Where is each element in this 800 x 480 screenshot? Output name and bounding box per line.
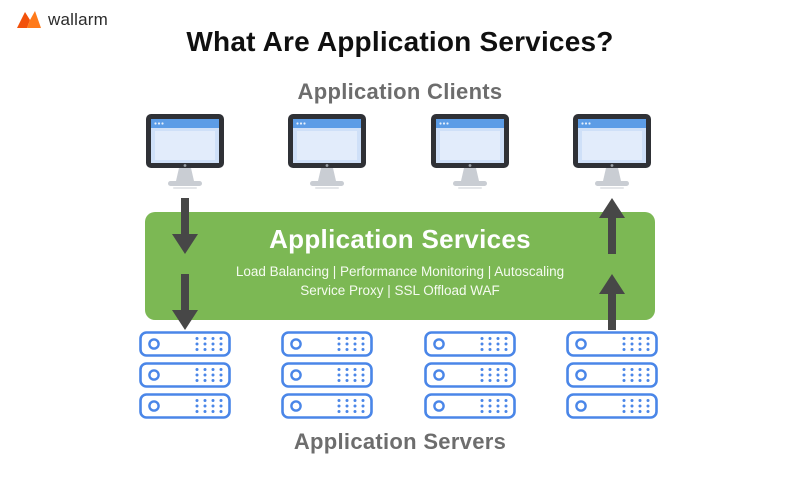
- services-features-line-2: Service Proxy | SSL Offload WAF: [300, 283, 500, 298]
- up-arrow-icon: [599, 198, 625, 254]
- server-unit-icon: [281, 331, 374, 357]
- servers-label: Application Servers: [293, 429, 507, 454]
- brand-name: wallarm: [48, 10, 108, 29]
- server-racks-row: [139, 331, 658, 419]
- server-unit-icon: [566, 362, 658, 388]
- wallarm-logo: wallarm: [16, 10, 108, 30]
- server-unit-icon: [139, 362, 231, 388]
- server-unit-icon: [423, 393, 516, 419]
- server-rack-icon: [139, 331, 231, 419]
- client-monitor-icon: [287, 113, 367, 191]
- services-title: Application Services: [269, 224, 531, 254]
- clients-label: Application Clients: [297, 79, 503, 104]
- server-unit-icon: [281, 362, 374, 388]
- server-unit-icon: [281, 393, 374, 419]
- client-monitors-row: [145, 113, 652, 191]
- server-rack-icon: [566, 331, 658, 419]
- server-unit-icon: [423, 362, 516, 388]
- client-monitor-icon: [145, 113, 225, 191]
- client-monitor-icon: [430, 113, 510, 191]
- server-unit-icon: [139, 393, 231, 419]
- server-unit-icon: [566, 393, 658, 419]
- server-unit-icon: [423, 331, 516, 357]
- server-unit-icon: [139, 331, 231, 357]
- wallarm-flame-icon: [17, 11, 41, 28]
- server-unit-icon: [566, 331, 658, 357]
- page-title: What Are Application Services?: [186, 26, 614, 57]
- server-rack-icon: [423, 331, 516, 419]
- services-features-line-1: Load Balancing | Performance Monitoring …: [235, 264, 565, 279]
- down-arrow-icon: [172, 274, 198, 330]
- server-rack-icon: [281, 331, 374, 419]
- client-monitor-icon: [572, 113, 652, 191]
- application-services-box: Application Services Load Balancing | Pe…: [145, 212, 655, 320]
- up-arrow-icon: [599, 274, 625, 330]
- down-arrow-icon: [172, 198, 198, 254]
